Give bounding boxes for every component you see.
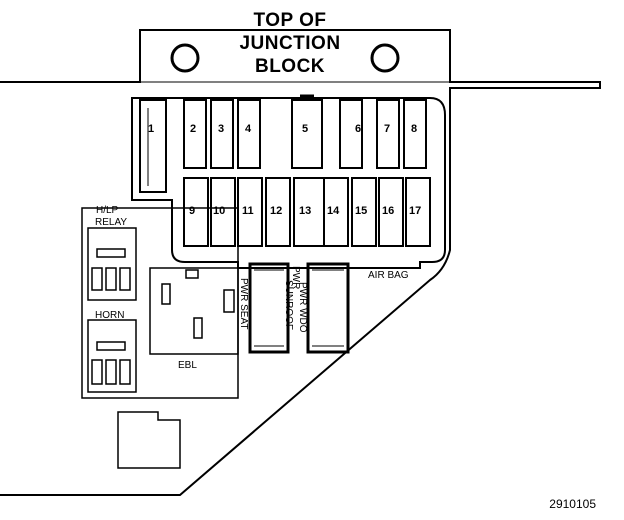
horn-label: HORN <box>95 310 124 321</box>
fuse-13: 13 <box>293 177 325 247</box>
fuse-label-7: 7 <box>384 123 390 135</box>
hlp-relay-label-2: RELAY <box>95 217 127 228</box>
fuse-7: 7 <box>376 99 400 169</box>
fuse-label-16: 16 <box>382 205 394 217</box>
fuse-label-9: 9 <box>189 205 195 217</box>
pwr-sunroof-breaker: PWR SUNROOF <box>283 266 301 330</box>
fuse-label-8: 8 <box>411 123 417 135</box>
fuse-label-17: 17 <box>409 205 421 217</box>
fuse-label-14: 14 <box>327 205 340 217</box>
fuse-5: 5 <box>291 94 323 169</box>
fuse-17: 17 <box>405 177 431 247</box>
hlp-relay-label-1: H/LP <box>96 205 119 216</box>
air-bag-label: AIR BAG <box>368 270 409 281</box>
mounting-tab-right <box>370 43 400 73</box>
horn-relay: HORN <box>87 310 137 393</box>
hlp-relay: H/LP RELAY <box>87 205 137 301</box>
fuse-14: 14 <box>323 177 349 247</box>
diagram-title-line-3: BLOCK <box>254 56 326 77</box>
pwr-seat-breaker: PWR SEAT <box>238 262 290 354</box>
ebl-module: EBL <box>149 267 239 371</box>
fuse-label-6: 6 <box>355 123 361 135</box>
fuse-label-4: 4 <box>245 123 252 135</box>
fuse-15: 15 <box>351 177 377 247</box>
fuse-panel-outline <box>131 97 446 269</box>
fuse-16: 16 <box>378 177 404 247</box>
fuse-2: 2 <box>183 99 207 169</box>
figure-id: 2910105 <box>549 497 596 511</box>
fuse-label-12: 12 <box>270 205 282 217</box>
fuse-9: 9 <box>183 177 209 247</box>
mounting-tab-left <box>170 43 200 73</box>
fuse-label-10: 10 <box>213 205 225 217</box>
diagram-title-line-1: TOP OF <box>253 10 327 31</box>
fuse-8: 8 <box>403 99 427 169</box>
pwr-sunroof-label-1: PWR <box>290 266 301 289</box>
fuse-4: 4 <box>237 99 261 169</box>
pwr-wdo-breaker: PWR WDO <box>297 262 350 354</box>
fuse-label-3: 3 <box>218 123 224 135</box>
junction-block-outline <box>0 29 601 496</box>
fuse-label-13: 13 <box>299 205 311 217</box>
fuse-3: 3 <box>210 99 234 169</box>
fuse-label-5: 5 <box>302 123 308 135</box>
fuse-label-15: 15 <box>355 205 367 217</box>
fuse-10: 10 <box>210 177 236 247</box>
fuse-1: 1 <box>139 99 167 193</box>
fuse-label-1: 1 <box>148 123 154 135</box>
diagram-title-line-2: JUNCTION <box>239 33 341 54</box>
lower-connector <box>117 411 181 469</box>
pwr-sunroof-label-2: SUNROOF <box>283 280 294 330</box>
pwr-seat-label: PWR SEAT <box>238 278 249 329</box>
fuse-11: 11 <box>237 177 263 247</box>
fuse-12: 12 <box>265 177 291 247</box>
ebl-label: EBL <box>178 360 197 371</box>
fuse-label-11: 11 <box>242 205 254 217</box>
fuse-6: 6 <box>339 99 363 169</box>
fuse-label-2: 2 <box>190 123 196 135</box>
pwr-wdo-label: PWR WDO <box>297 282 308 333</box>
